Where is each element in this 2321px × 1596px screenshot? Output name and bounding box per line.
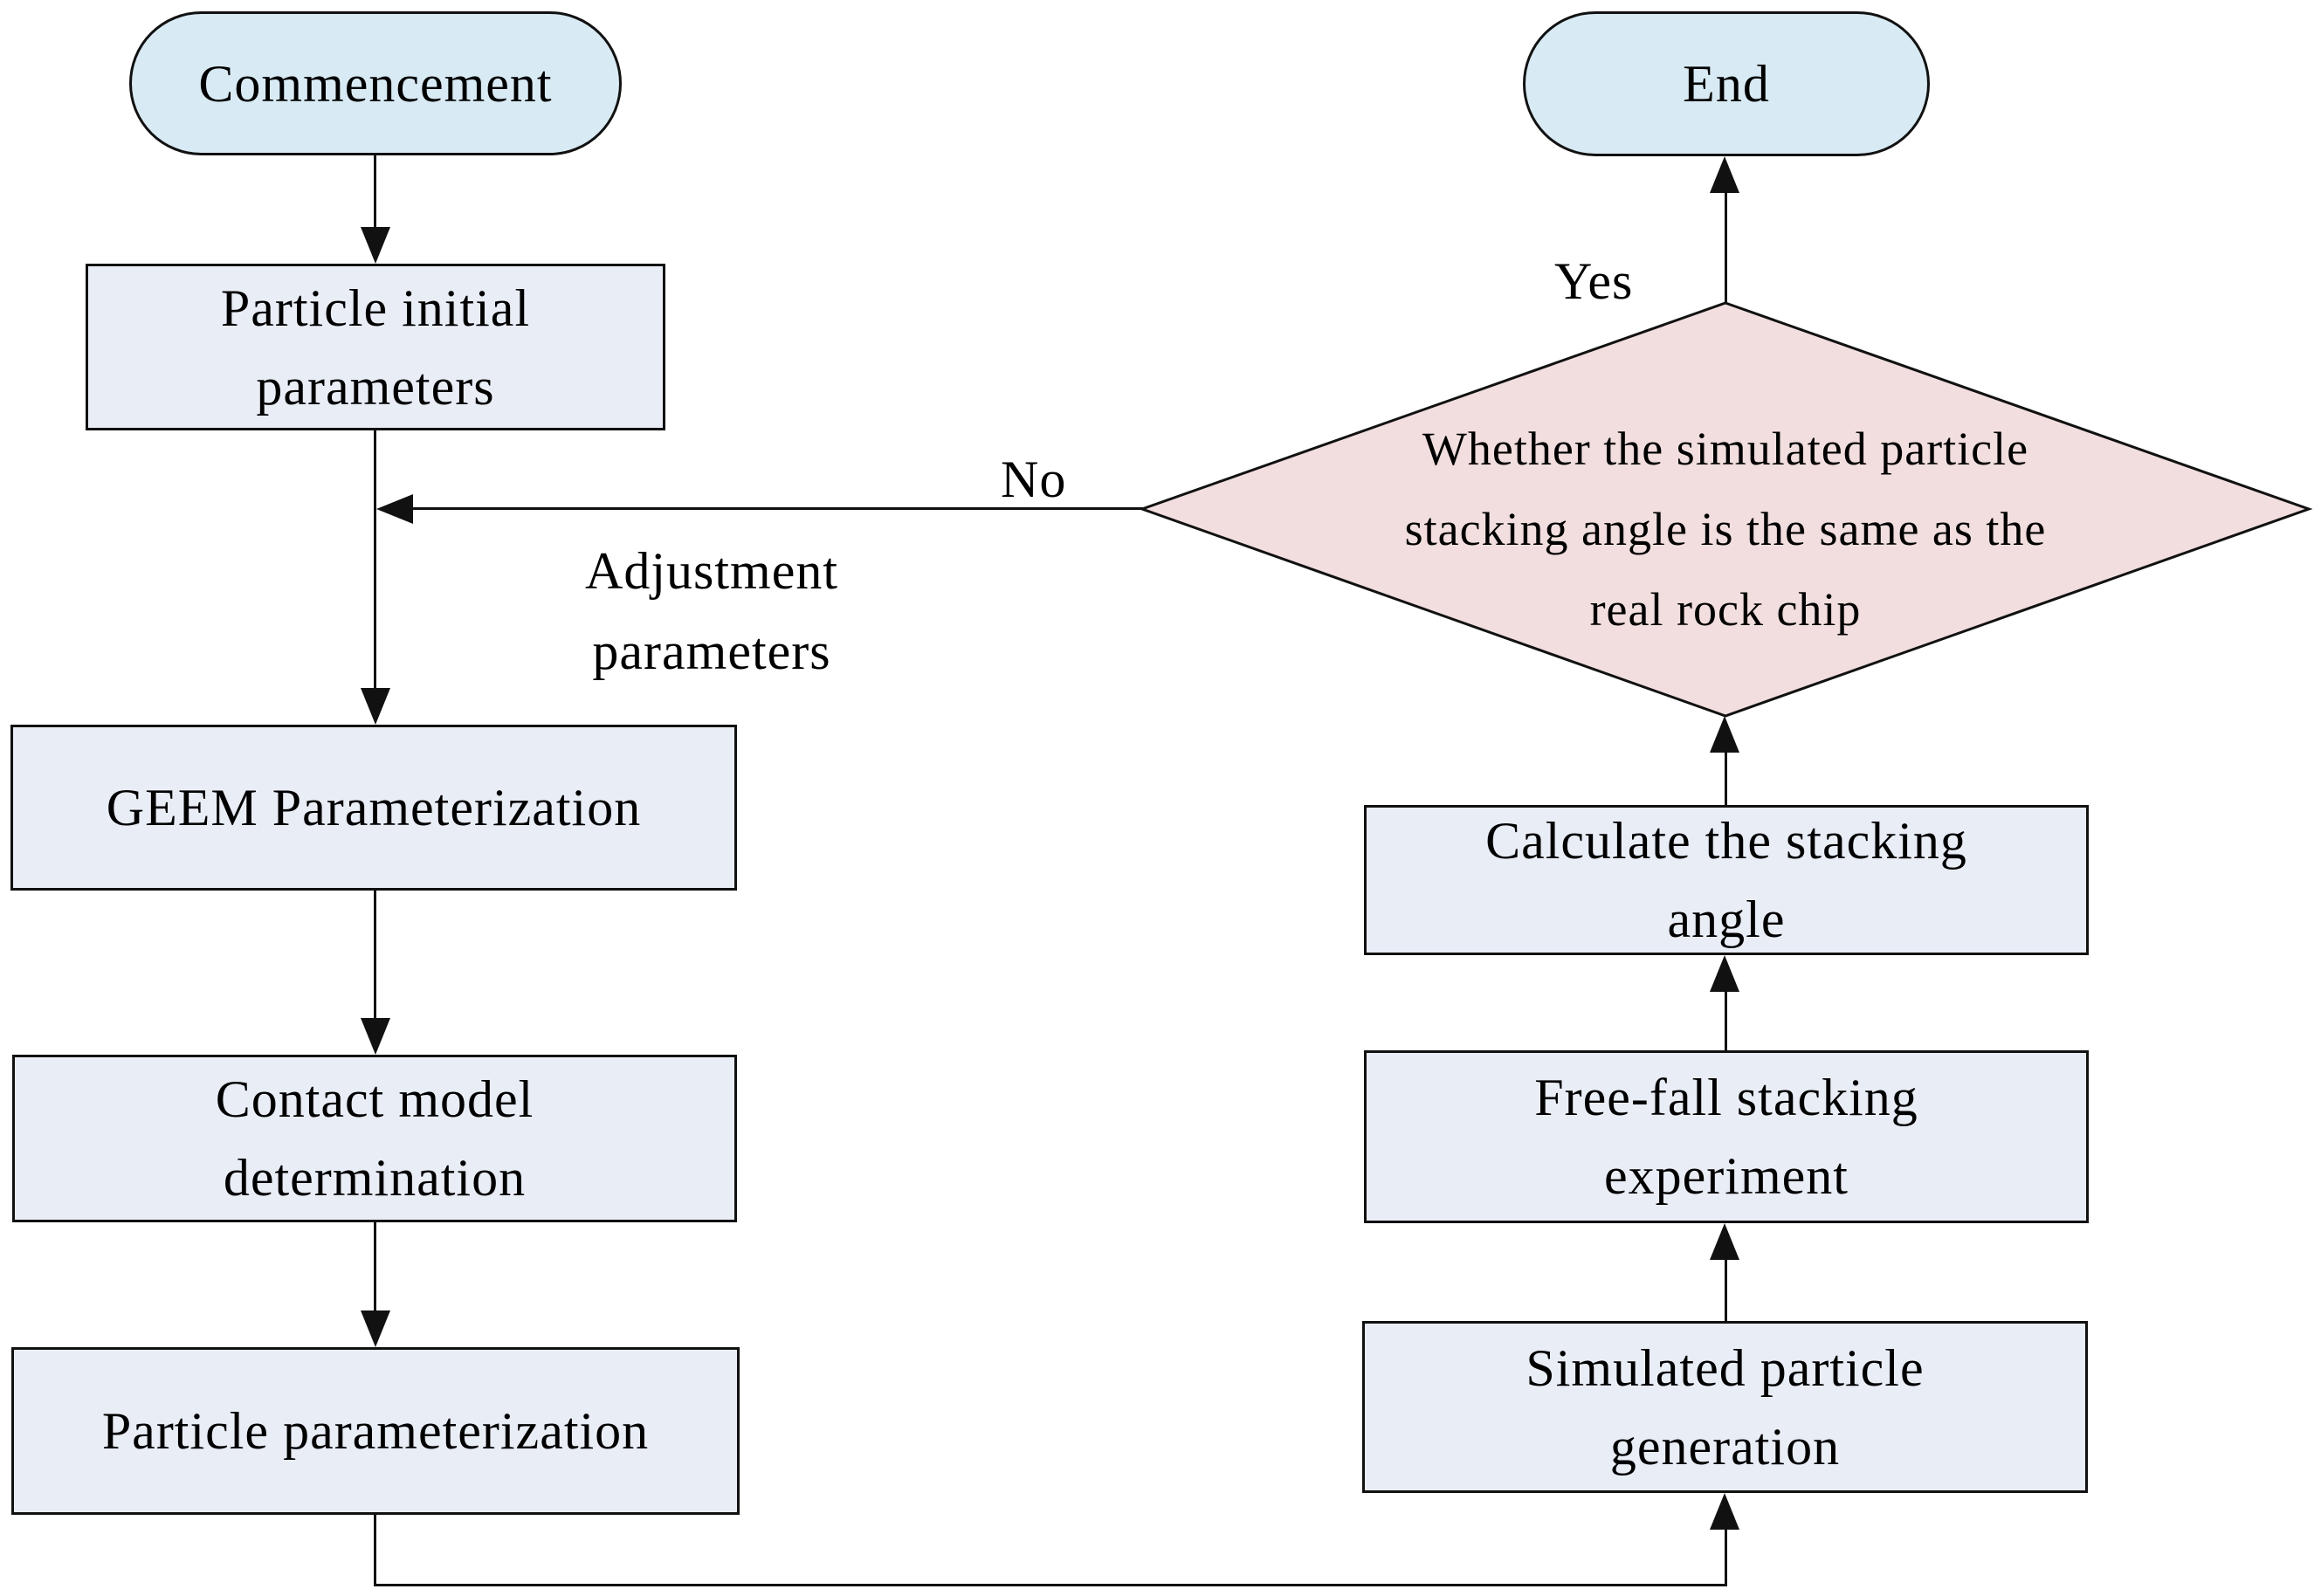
node-end: End xyxy=(1523,11,1930,156)
node-contact-model-determination: Contact model determination xyxy=(12,1055,737,1222)
edge-param-to-simulated-horizontal-line xyxy=(374,1584,1727,1586)
edge-commencement-to-initial-line xyxy=(374,155,376,229)
edge-freefall-to-calculate-line xyxy=(1725,992,1727,1050)
node-particle-initial-parameters: Particle initial parameters xyxy=(86,264,665,430)
node-commencement: Commencement xyxy=(129,11,622,155)
edge-no-feedback-line xyxy=(410,507,1143,510)
arrowhead-up-icon xyxy=(1710,156,1739,193)
edge-label-no: No xyxy=(1001,451,1067,508)
arrowhead-down-icon xyxy=(361,1311,390,1347)
node-particle-parameterization: Particle parameterization xyxy=(11,1347,740,1515)
edge-calculate-to-decision-line xyxy=(1725,753,1727,805)
edge-param-to-simulated-down-line xyxy=(374,1515,376,1586)
node-geem-parameterization: GEEM Parameterization xyxy=(10,725,737,891)
edge-param-to-simulated-up-line xyxy=(1725,1528,1727,1586)
arrowhead-up-icon xyxy=(1710,1493,1739,1530)
arrowhead-up-icon xyxy=(1710,1223,1739,1260)
edge-yes-to-end-line xyxy=(1725,193,1727,303)
node-simulated-particle-generation: Simulated particle generation xyxy=(1362,1321,2088,1493)
node-calculate-stacking-angle: Calculate the stacking angle xyxy=(1364,805,2089,955)
arrowhead-down-icon xyxy=(361,688,390,725)
arrowhead-up-icon xyxy=(1710,955,1739,992)
edge-contact-to-param-line xyxy=(374,1222,376,1312)
node-free-fall-stacking-experiment: Free-fall stacking experiment xyxy=(1364,1050,2089,1223)
arrowhead-up-icon xyxy=(1710,716,1739,753)
arrowhead-down-icon xyxy=(361,227,390,264)
arrowhead-left-icon xyxy=(376,494,413,524)
arrowhead-down-icon xyxy=(361,1018,390,1055)
edge-geem-to-contact-line xyxy=(374,891,376,1020)
edge-label-yes: Yes xyxy=(1554,252,1634,310)
edge-initial-to-geem-line xyxy=(374,430,376,690)
node-decision-label: Whether the simulated particle stacking … xyxy=(1404,423,2047,636)
edge-simulated-to-freefall-line xyxy=(1725,1260,1727,1321)
edge-label-adjustment-parameters: Adjustment parameters xyxy=(585,542,838,680)
